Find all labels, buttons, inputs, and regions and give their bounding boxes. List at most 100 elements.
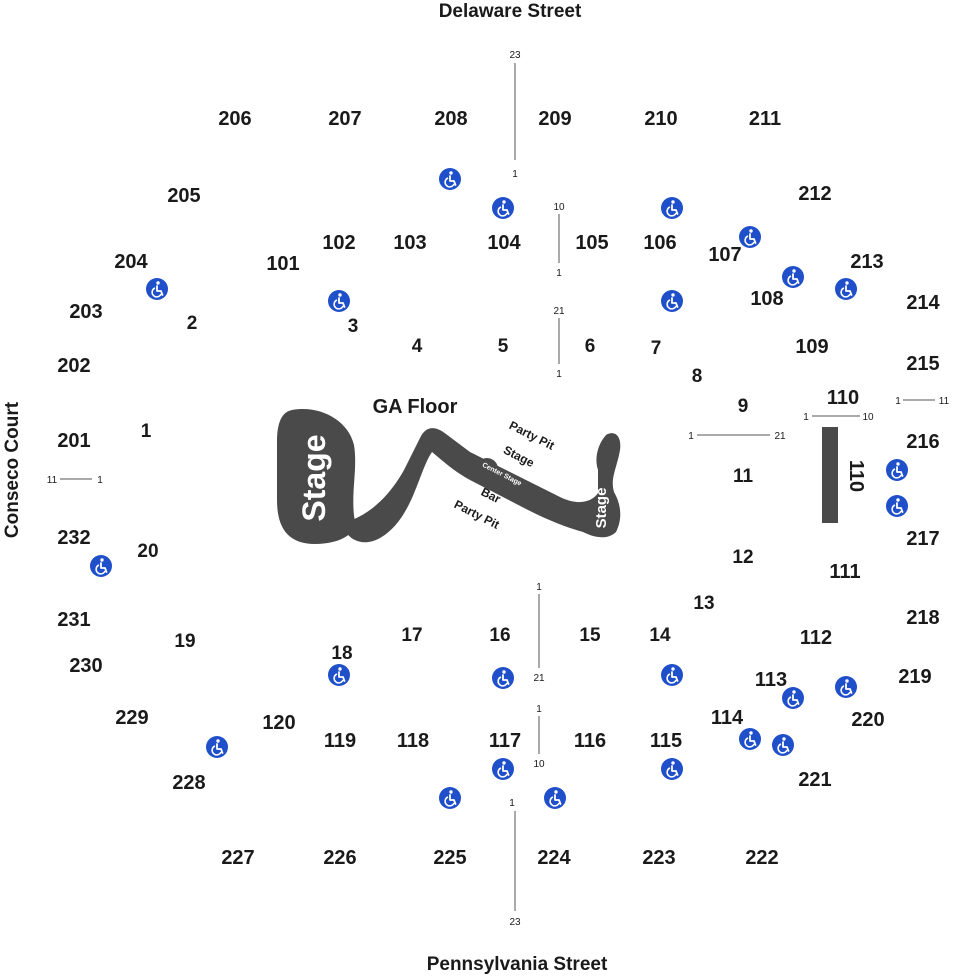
section-19[interactable]: 19 bbox=[174, 631, 195, 652]
section-9[interactable]: 9 bbox=[738, 396, 749, 417]
wheelchair-accessible-icon bbox=[491, 666, 515, 690]
section-7[interactable]: 7 bbox=[651, 338, 662, 359]
section-220[interactable]: 220 bbox=[851, 709, 884, 731]
row-label: 1 bbox=[536, 582, 542, 593]
main-stage-label: Stage bbox=[296, 434, 332, 521]
section-210[interactable]: 210 bbox=[644, 108, 677, 130]
section-119[interactable]: 119 bbox=[324, 730, 356, 752]
section-106[interactable]: 106 bbox=[643, 232, 676, 254]
section-110[interactable]: 110 bbox=[827, 387, 859, 409]
section-110-floor-label: 110 bbox=[845, 460, 867, 492]
section-5[interactable]: 5 bbox=[498, 336, 509, 357]
section-207[interactable]: 207 bbox=[328, 108, 361, 130]
section-11[interactable]: 11 bbox=[733, 466, 754, 487]
section-223[interactable]: 223 bbox=[642, 847, 675, 869]
section-118[interactable]: 118 bbox=[397, 730, 429, 752]
row-label: 1 bbox=[803, 412, 809, 423]
section-216[interactable]: 216 bbox=[906, 431, 939, 453]
section-113[interactable]: 113 bbox=[755, 669, 787, 691]
section-204[interactable]: 204 bbox=[114, 251, 148, 273]
section-208[interactable]: 208 bbox=[434, 108, 467, 130]
section-228[interactable]: 228 bbox=[172, 772, 205, 794]
wheelchair-accessible-icon bbox=[327, 663, 351, 687]
side-stage-label: Stage bbox=[593, 488, 610, 529]
street-west-label: Conseco Court bbox=[2, 401, 23, 538]
section-116[interactable]: 116 bbox=[574, 730, 606, 752]
row-label: 1 bbox=[688, 431, 694, 442]
section-206[interactable]: 206 bbox=[218, 108, 251, 130]
wheelchair-accessible-icon bbox=[660, 757, 684, 781]
section-18[interactable]: 18 bbox=[331, 643, 352, 664]
section-17[interactable]: 17 bbox=[401, 625, 422, 646]
section-201[interactable]: 201 bbox=[57, 430, 90, 452]
section-205[interactable]: 205 bbox=[167, 185, 200, 207]
section-114[interactable]: 114 bbox=[711, 707, 744, 729]
section-108[interactable]: 108 bbox=[750, 288, 783, 310]
wheelchair-accessible-icon bbox=[438, 167, 462, 191]
section-111[interactable]: 111 bbox=[829, 561, 860, 583]
section-2[interactable]: 2 bbox=[187, 313, 198, 334]
section-217[interactable]: 217 bbox=[906, 528, 939, 550]
section-203[interactable]: 203 bbox=[69, 301, 102, 323]
row-label: 1 bbox=[895, 396, 901, 407]
section-120[interactable]: 120 bbox=[262, 712, 295, 734]
section-107[interactable]: 107 bbox=[708, 244, 741, 266]
row-label: 1 bbox=[509, 798, 515, 809]
wheelchair-accessible-icon bbox=[738, 225, 762, 249]
section-211[interactable]: 211 bbox=[749, 108, 781, 130]
wheelchair-accessible-icon bbox=[327, 289, 351, 313]
section-13[interactable]: 13 bbox=[693, 593, 714, 614]
section-214[interactable]: 214 bbox=[906, 292, 940, 314]
wheelchair-accessible-icon bbox=[660, 196, 684, 220]
wheelchair-accessible-icon bbox=[205, 735, 229, 759]
row-label: 21 bbox=[533, 673, 545, 684]
wheelchair-accessible-icon bbox=[885, 494, 909, 518]
section-6[interactable]: 6 bbox=[585, 336, 596, 357]
wheelchair-accessible-icon bbox=[781, 265, 805, 289]
section-8[interactable]: 8 bbox=[692, 366, 703, 387]
section-104[interactable]: 104 bbox=[487, 232, 521, 254]
section-1[interactable]: 1 bbox=[141, 421, 152, 442]
section-3[interactable]: 3 bbox=[348, 316, 359, 337]
section-4[interactable]: 4 bbox=[412, 336, 423, 357]
b-stage-label: Stage bbox=[501, 443, 537, 470]
section-115[interactable]: 115 bbox=[650, 730, 682, 752]
row-label: 1 bbox=[97, 475, 103, 486]
wheelchair-accessible-icon bbox=[491, 757, 515, 781]
section-230[interactable]: 230 bbox=[69, 655, 102, 677]
section-224[interactable]: 224 bbox=[537, 847, 571, 869]
section-15[interactable]: 15 bbox=[579, 625, 601, 646]
section-102[interactable]: 102 bbox=[322, 232, 355, 254]
wheelchair-accessible-icon bbox=[145, 277, 169, 301]
section-221[interactable]: 221 bbox=[798, 769, 831, 791]
section-219[interactable]: 219 bbox=[898, 666, 931, 688]
wheelchair-accessible-icon bbox=[660, 663, 684, 687]
section-103[interactable]: 103 bbox=[393, 232, 426, 254]
section-232[interactable]: 232 bbox=[57, 527, 90, 549]
section-218[interactable]: 218 bbox=[906, 607, 939, 629]
section-209[interactable]: 209 bbox=[538, 108, 571, 130]
section-112[interactable]: 112 bbox=[800, 627, 832, 649]
section-231[interactable]: 231 bbox=[57, 609, 90, 631]
section-109[interactable]: 109 bbox=[795, 336, 828, 358]
section-101[interactable]: 101 bbox=[266, 253, 299, 275]
section-16[interactable]: 16 bbox=[489, 625, 510, 646]
row-label: 1 bbox=[536, 704, 542, 715]
section-222[interactable]: 222 bbox=[745, 847, 778, 869]
section-227[interactable]: 227 bbox=[221, 847, 254, 869]
section-20[interactable]: 20 bbox=[137, 541, 158, 562]
section-215[interactable]: 215 bbox=[906, 353, 939, 375]
section-229[interactable]: 229 bbox=[115, 707, 148, 729]
section-213[interactable]: 213 bbox=[850, 251, 883, 273]
section-12[interactable]: 12 bbox=[732, 547, 753, 568]
section-225[interactable]: 225 bbox=[433, 847, 466, 869]
section-212[interactable]: 212 bbox=[798, 183, 831, 205]
section-117[interactable]: 117 bbox=[489, 730, 521, 752]
wheelchair-accessible-icon bbox=[438, 786, 462, 810]
section-14[interactable]: 14 bbox=[649, 625, 671, 646]
section-202[interactable]: 202 bbox=[57, 355, 90, 377]
section-226[interactable]: 226 bbox=[323, 847, 356, 869]
main-stage bbox=[277, 409, 356, 544]
row-label: 1 bbox=[512, 169, 518, 180]
section-105[interactable]: 105 bbox=[575, 232, 608, 254]
